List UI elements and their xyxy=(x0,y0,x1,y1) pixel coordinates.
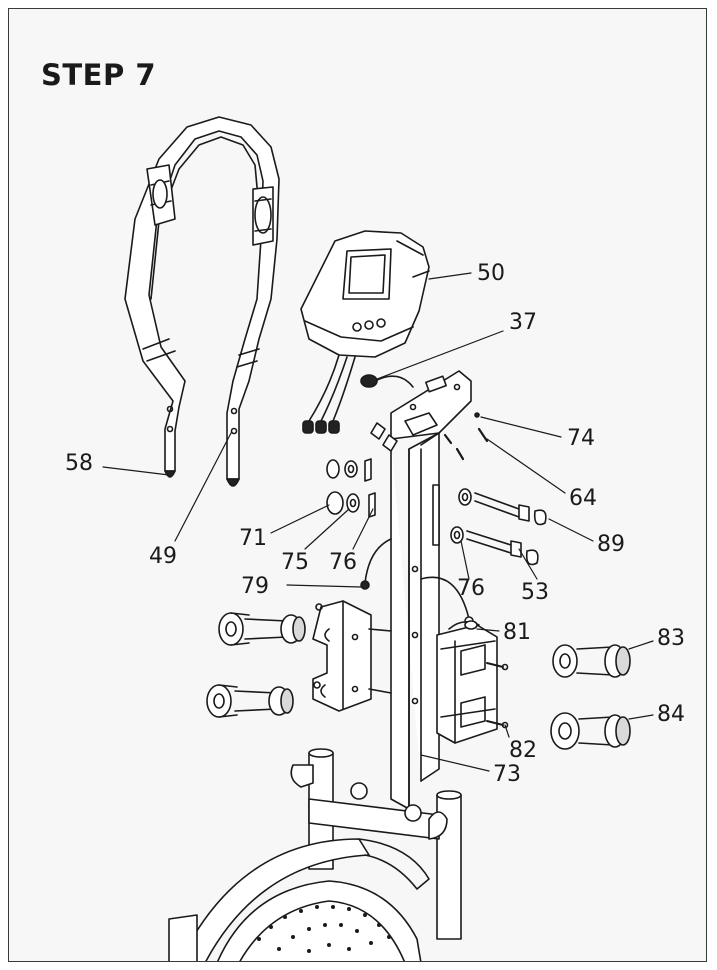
leader-71 xyxy=(270,504,330,534)
leader-49 xyxy=(174,432,232,542)
callout-71: 71 xyxy=(239,526,267,551)
leader-89 xyxy=(548,518,594,542)
leader-76a xyxy=(352,508,374,550)
right-axle-rollers-83-84 xyxy=(550,644,631,750)
callout-53: 53 xyxy=(521,580,549,605)
left-axle-rollers xyxy=(206,612,306,718)
step-frame: STEP 7 xyxy=(8,8,707,962)
hardware-group-left xyxy=(326,458,376,518)
callout-labels: 50 37 74 64 58 49 71 75 76 89 53 76 79 8… xyxy=(65,261,685,787)
leader-83 xyxy=(628,640,654,650)
leader-50 xyxy=(428,272,472,280)
callout-37: 37 xyxy=(509,310,537,335)
leader-64 xyxy=(486,438,566,494)
callout-73: 73 xyxy=(493,762,521,787)
leader-82 xyxy=(504,724,510,738)
callout-49: 49 xyxy=(149,544,177,569)
leader-58 xyxy=(102,466,170,476)
callout-84: 84 xyxy=(657,702,685,727)
callout-79: 79 xyxy=(241,574,269,599)
exploded-assembly-diagram: 50 37 74 64 58 49 71 75 76 89 53 76 79 8… xyxy=(65,116,685,961)
callout-50: 50 xyxy=(477,261,505,286)
callout-89: 89 xyxy=(597,532,625,557)
callout-83: 83 xyxy=(657,626,685,651)
callout-64: 64 xyxy=(569,486,597,511)
callout-74: 74 xyxy=(567,426,595,451)
bolts-part-53 xyxy=(450,488,547,566)
leader-lines xyxy=(102,272,654,772)
callout-75: 75 xyxy=(281,550,309,575)
left-pivot-bracket xyxy=(312,600,392,712)
handlebar-part-49 xyxy=(124,116,280,487)
callout-81: 81 xyxy=(503,620,531,645)
leader-53 xyxy=(518,548,538,580)
upright-post-part-73 xyxy=(360,370,474,810)
callout-58: 58 xyxy=(65,451,93,476)
leader-74 xyxy=(480,416,562,438)
base-frame xyxy=(168,748,462,961)
callout-76a: 76 xyxy=(329,550,357,575)
leader-73 xyxy=(420,754,490,772)
callout-76b: 76 xyxy=(457,576,485,601)
right-pivot-bracket-81 xyxy=(436,620,509,744)
leader-81 xyxy=(476,628,500,632)
leader-84 xyxy=(628,714,654,720)
screws-74-64 xyxy=(443,412,489,461)
callout-82: 82 xyxy=(509,738,537,763)
leader-37 xyxy=(376,330,504,380)
leader-75 xyxy=(304,508,350,550)
leader-76b xyxy=(460,540,470,580)
console-part-50 xyxy=(300,230,430,434)
leader-79 xyxy=(286,584,362,588)
step-title: STEP 7 xyxy=(41,58,157,92)
